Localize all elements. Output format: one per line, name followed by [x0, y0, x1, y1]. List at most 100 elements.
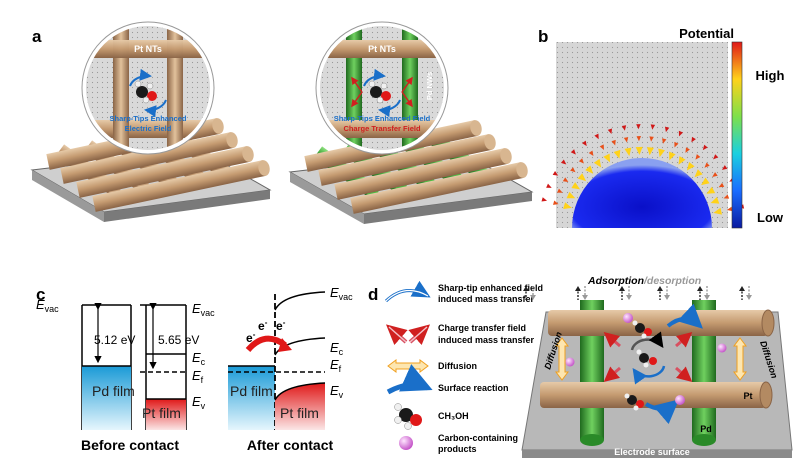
- electron-label: e-: [276, 318, 286, 333]
- adsorption-arrow-icon: [619, 286, 632, 300]
- legend-sharp-tip-1: Sharp-tip enhanced field: [438, 283, 543, 293]
- adsorption-arrow-icon: [523, 286, 536, 300]
- pt-film-label-after: Pt film: [280, 405, 319, 421]
- field-arrow: [570, 167, 576, 173]
- ev-label-after: Ev: [330, 383, 344, 400]
- field-arrow: [611, 139, 616, 146]
- field-arrow: [593, 158, 602, 168]
- pt-film-label: Pt film: [142, 405, 181, 421]
- panel-a: a: [30, 21, 534, 224]
- field-arrow: [636, 136, 642, 142]
- methanol-molecule-icon: [636, 349, 657, 368]
- field-arrow: [552, 171, 559, 176]
- lens-right-side-label: Pd NWs: [425, 72, 434, 100]
- ev-label-before: Ev: [192, 394, 206, 411]
- colorbar-low: Low: [757, 210, 784, 225]
- pt-tube: [540, 382, 766, 408]
- field-arrow: [594, 133, 599, 140]
- nanowire-rod: [76, 146, 254, 198]
- adsorption-arrow-icon: [657, 286, 670, 300]
- panel-c-letter: c: [36, 285, 45, 304]
- colorbar-high: High: [756, 68, 785, 83]
- surface-reaction-arrow-icon: [666, 303, 703, 329]
- field-arrow: [635, 146, 643, 156]
- field-arrow: [718, 182, 725, 188]
- lens-left-caption-2: Electric Field: [125, 124, 172, 133]
- evac-label-after: Evac: [330, 285, 353, 302]
- colorbar: [731, 41, 743, 229]
- panel-b: b Potential High Low: [538, 26, 785, 229]
- field-arrow: [685, 147, 690, 153]
- ef-label-after: Ef: [330, 357, 342, 374]
- carbon-product-icon: [675, 395, 685, 405]
- field-arrow: [678, 156, 686, 165]
- field-arrow: [669, 151, 676, 161]
- legend-surface-reaction: Surface reaction: [438, 383, 509, 393]
- colorbar-title: Potential: [679, 26, 734, 41]
- carbon-product-icon: [717, 343, 727, 353]
- tip-potential-region: [572, 158, 712, 228]
- field-arrows: [541, 124, 745, 215]
- field-arrow: [563, 202, 572, 210]
- nanowire-rod: [350, 162, 528, 214]
- field-arrow: [588, 150, 594, 157]
- adsorption-desorption-label: Adsorption/desorption: [587, 275, 701, 287]
- field-arrow: [571, 182, 581, 190]
- lens-right-title: Pt NTs: [368, 44, 396, 54]
- field-arrow: [704, 162, 710, 168]
- field-arrow: [603, 153, 610, 163]
- legend-charge-2: induced mass transfer: [438, 335, 535, 345]
- field-arrow: [607, 128, 613, 135]
- field-arrow: [721, 165, 728, 170]
- diffusion-arrow-icon: [387, 359, 429, 373]
- lens-left-caption-1: Sharp-Tips Enhanced: [110, 114, 187, 123]
- legend-diffusion: Diffusion: [438, 361, 477, 371]
- legend-carbon-2: products: [438, 444, 477, 454]
- pd-label: Pd: [700, 424, 712, 434]
- after-contact-label: After contact: [247, 437, 334, 453]
- field-arrow: [570, 149, 576, 155]
- legend-methanol: CH₃OH: [438, 411, 469, 421]
- pd-film-label-after: Pd film: [230, 383, 273, 399]
- field-arrow: [623, 137, 629, 143]
- diffusion-arrow-left: [555, 337, 569, 381]
- magnifier-left: Pt NTs Sharp-Tips Enhanced Electric Fiel…: [81, 21, 215, 155]
- lens-right-caption-2: Charge Transfer Field: [343, 124, 421, 133]
- field-arrow: [712, 172, 718, 177]
- circulation-arrow-icon: [363, 68, 386, 87]
- field-arrow: [713, 154, 719, 160]
- methanol-molecule-icon: [624, 393, 644, 411]
- panel-d: d Sharp-tip enhanced field induced mass …: [368, 275, 793, 458]
- field-arrow: [674, 141, 679, 148]
- nanowire-rod: [334, 148, 512, 200]
- field-arrow: [649, 136, 654, 142]
- panel-b-letter: b: [538, 27, 548, 46]
- carbon-product-icon: [565, 357, 575, 367]
- circulation-arrow-icon: [632, 365, 666, 385]
- field-arrow: [691, 136, 696, 143]
- field-arrow: [706, 186, 716, 194]
- field-arrow: [694, 169, 703, 178]
- adsorption-arrow-icon: [697, 286, 710, 300]
- field-arrow: [726, 206, 733, 212]
- field-arrow: [613, 149, 621, 159]
- nanowire-rod: [318, 134, 496, 186]
- field-arrow: [710, 197, 720, 204]
- circulation-arrow-icon: [144, 99, 167, 118]
- field-arrow: [702, 144, 708, 151]
- pt-film-after: [275, 383, 325, 430]
- surface-reaction-arrow-icon: [386, 364, 433, 395]
- field-arrow: [701, 177, 710, 186]
- field-arrow: [695, 154, 701, 160]
- legend-carbon-1: Carbon-containing: [438, 433, 518, 443]
- surface-reaction-arrow-icon: [644, 399, 680, 425]
- adsorption-arrow-icon: [575, 286, 588, 300]
- panel-d-letter: d: [368, 285, 378, 304]
- electron-label: e-: [258, 318, 268, 333]
- field-arrow: [582, 140, 587, 147]
- ec-label-before: Ec: [192, 350, 206, 367]
- center-charge-arrows-icon: [603, 332, 693, 382]
- field-arrow: [553, 200, 559, 205]
- field-arrow: [546, 183, 552, 188]
- field-arrow: [713, 207, 722, 215]
